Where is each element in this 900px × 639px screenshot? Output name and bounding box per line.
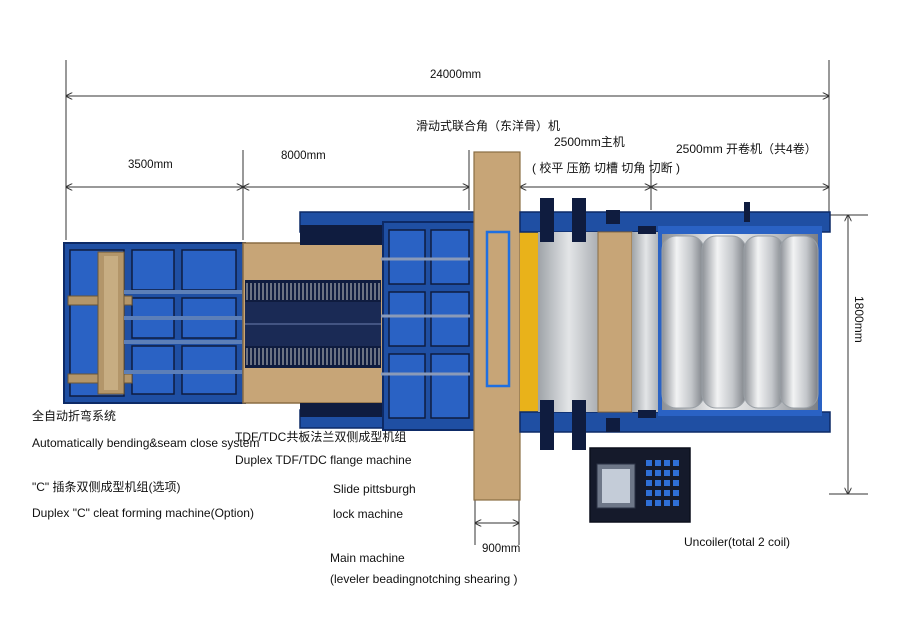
cleat-cn-label: "C" 插条双侧成型机组(选项) (32, 480, 181, 494)
cleat-en-label: Duplex "C" cleat forming machine(Option) (32, 506, 254, 520)
slide-feed-frame (299, 211, 476, 431)
uncoiler-cn-label: 2500mm 开卷机（共4卷） (676, 142, 817, 156)
pittsburgh-unit (473, 151, 540, 501)
main-machine-ops-label: ( 校平 压筋 切槽 切角 切断 ) (532, 161, 680, 175)
dimension-lines (66, 60, 868, 545)
main-machine-en-label-2: (leveler beadingnotching shearing ) (330, 572, 518, 586)
auto-bending-en-label: Automatically bending&seam close system (32, 436, 260, 450)
slide-width-label: 900mm (482, 543, 521, 555)
uncoiler-en-label: Uncoiler(total 2 coil) (684, 535, 791, 549)
tdf-cn-label: TDF/TDC共板法兰双侧成型机组 (235, 430, 407, 444)
main-machine-cn-label: 2500mm主机 (554, 135, 625, 149)
slide-en-label-1: Slide pittsburgh (333, 482, 416, 496)
slide-en-label-2: lock machine (333, 507, 404, 521)
section-b-length-label: 8000mm (281, 150, 326, 162)
height-label: 1800mm (852, 296, 866, 343)
uncoiler-unit (658, 226, 822, 416)
slide-machine-cn-label: 滑动式联合角（东洋骨）机 (416, 119, 561, 133)
total-length-label: 24000mm (430, 69, 482, 81)
auto-bending-unit (63, 242, 246, 404)
main-machine-en-label-1: Main machine (330, 551, 405, 565)
auto-bending-cn-label: 全自动折弯系统 (32, 409, 117, 423)
control-panel (589, 447, 691, 523)
section-a-length-label: 3500mm (128, 159, 173, 171)
tdf-en-label: Duplex TDF/TDC flange machine (235, 453, 412, 467)
tdf-flange-unit (242, 242, 384, 404)
